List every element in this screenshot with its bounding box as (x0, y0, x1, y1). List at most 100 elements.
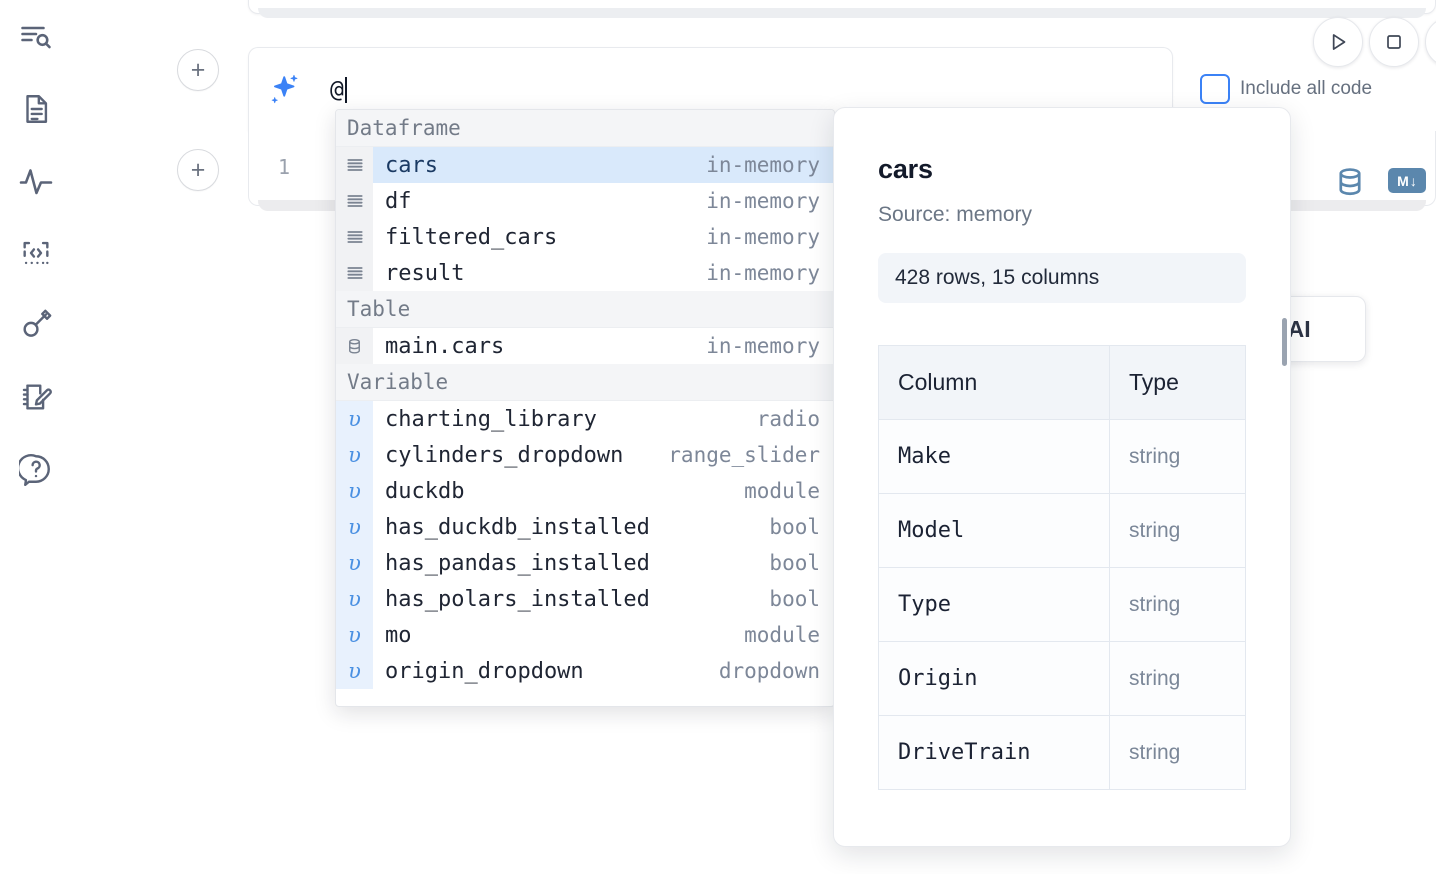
include-all-code-toggle[interactable]: Include all code (1200, 74, 1372, 104)
activity-icon[interactable] (14, 159, 58, 203)
left-icon-rail (0, 0, 72, 874)
variable-upsilon-icon: υ (336, 509, 373, 545)
autocomplete-item[interactable]: υ has_pandas_installed bool (336, 545, 834, 581)
autocomplete-item-type: module (744, 479, 820, 503)
markdown-icon[interactable]: M↓ (1388, 168, 1426, 193)
stop-button[interactable] (1369, 17, 1419, 67)
secrets-key-icon[interactable] (14, 303, 58, 347)
markdown-arrow: ↓ (1409, 172, 1417, 189)
autocomplete-item-type: in-memory (706, 334, 820, 358)
autocomplete-item-name: has_pandas_installed (385, 550, 650, 576)
doc-table-header-cell: Column (878, 345, 1110, 420)
dataframe-lines-icon (336, 219, 373, 255)
autocomplete-item[interactable]: filtered_cars in-memory (336, 219, 834, 255)
doc-column-type: string (1109, 715, 1246, 790)
autocomplete-item-type: in-memory (706, 225, 820, 249)
autocomplete-item-type: range_slider (668, 443, 820, 467)
autocomplete-item-name: cylinders_dropdown (385, 442, 624, 468)
autocomplete-group-header: Dataframe (336, 110, 834, 147)
autocomplete-item[interactable]: υ has_polars_installed bool (336, 581, 834, 617)
add-cell-button-bottom[interactable]: + (177, 149, 219, 191)
autocomplete-item-name: origin_dropdown (385, 658, 584, 684)
autocomplete-item-type: module (744, 623, 820, 647)
variable-upsilon-icon: υ (336, 473, 373, 509)
autocomplete-item-name: charting_library (385, 406, 597, 432)
ai-prompt-input[interactable]: @ (330, 72, 347, 108)
add-cell-button-top[interactable]: + (177, 49, 219, 91)
autocomplete-item-name: duckdb (385, 478, 465, 504)
autocomplete-item[interactable]: υ has_duckdb_installed bool (336, 509, 834, 545)
doc-column-name: Model (878, 493, 1110, 568)
doc-title: cars (878, 154, 933, 184)
database-icon (336, 328, 373, 364)
autocomplete-group-header: Table (336, 291, 834, 328)
autocomplete-item-type: dropdown (718, 659, 820, 683)
variable-upsilon-icon: υ (336, 617, 373, 653)
more-actions-button[interactable] (1425, 17, 1436, 67)
doc-column-type: string (1109, 567, 1246, 642)
include-all-code-label: Include all code (1240, 78, 1373, 99)
autocomplete-item[interactable]: cars in-memory (336, 147, 834, 183)
autocomplete-item-type: in-memory (706, 153, 820, 177)
run-button[interactable] (1313, 17, 1363, 67)
ai-prompt-value: @ (330, 77, 344, 103)
autocomplete-item-name: filtered_cars (385, 224, 558, 250)
include-all-code-checkbox[interactable] (1200, 74, 1230, 104)
autocomplete-item-type: radio (756, 407, 820, 431)
variable-upsilon-icon: υ (336, 581, 373, 617)
autocomplete-item-type: bool (769, 515, 820, 539)
autocomplete-item-type: in-memory (706, 261, 820, 285)
autocomplete-item[interactable]: result in-memory (336, 255, 834, 291)
variable-upsilon-icon: υ (336, 653, 373, 689)
database-sql-icon[interactable] (1333, 165, 1367, 204)
document-icon[interactable] (14, 87, 58, 131)
autocomplete-item-type: bool (769, 587, 820, 611)
doc-column-name: Make (878, 419, 1110, 494)
doc-table-header-cell: Type (1109, 345, 1246, 420)
doc-column-type: string (1109, 419, 1246, 494)
doc-column-type: string (1109, 641, 1246, 716)
autocomplete-item-name: cars (385, 152, 438, 178)
help-question-icon[interactable] (14, 447, 58, 491)
variable-upsilon-icon: υ (336, 545, 373, 581)
autocomplete-item-name: has_polars_installed (385, 586, 650, 612)
autocomplete-item[interactable]: υ cylinders_dropdown range_slider (336, 437, 834, 473)
autocomplete-item-name: has_duckdb_installed (385, 514, 650, 540)
autocomplete-item[interactable]: υ origin_dropdown dropdown (336, 653, 834, 689)
code-snippet-icon[interactable] (14, 231, 58, 275)
dataframe-lines-icon (336, 147, 373, 183)
autocomplete-item-name: main.cars (385, 333, 505, 359)
doc-source: Source: memory (878, 203, 1033, 226)
autocomplete-item[interactable]: main.cars in-memory (336, 328, 834, 364)
doc-column-name: Origin (878, 641, 1110, 716)
explore-icon[interactable] (14, 15, 58, 59)
doc-panel-scrollbar[interactable] (1282, 318, 1287, 366)
markdown-letter: M (1397, 172, 1409, 189)
dataframe-lines-icon (336, 183, 373, 219)
text-caret (344, 77, 347, 103)
scratchpad-edit-icon[interactable] (14, 375, 58, 419)
autocomplete-item-type: bool (769, 551, 820, 575)
variable-upsilon-icon: υ (336, 437, 373, 473)
cell-above-shadow (258, 8, 1426, 18)
sparkle-icon (266, 72, 302, 108)
autocomplete-item-name: result (385, 260, 465, 286)
autocomplete-group-header: Variable (336, 364, 834, 401)
doc-shape-badge: 428 rows, 15 columns (878, 253, 1246, 303)
autocomplete-item-name: df (385, 188, 412, 214)
doc-column-name: Type (878, 567, 1110, 642)
